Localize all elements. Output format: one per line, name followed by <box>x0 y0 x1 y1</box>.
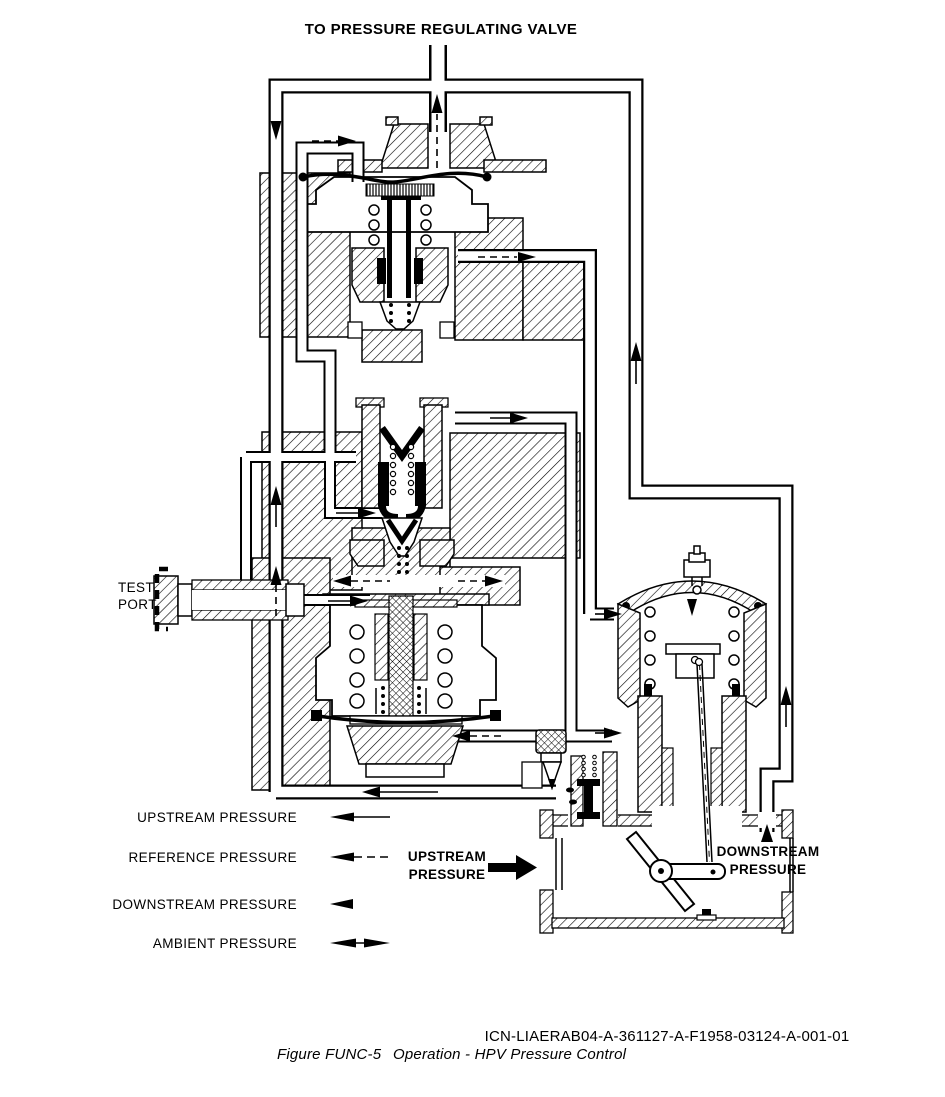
main-valve-cap <box>345 725 465 765</box>
downstream-pressure-arrow <box>761 824 773 842</box>
main-valve-assembly <box>311 595 501 778</box>
pilot-diaphragm <box>302 171 488 184</box>
legend-symbol-ambient <box>330 938 390 948</box>
diagram-labels: TO PRESSURE REGULATING VALVE TEST PORT U… <box>118 21 819 882</box>
regulator-dome-assembly <box>616 545 768 813</box>
legend-symbol-downstream <box>330 899 353 909</box>
downstream-outlet-label-line2: PRESSURE <box>730 862 807 877</box>
upstream-inlet-label-line1: UPSTREAM <box>408 849 486 864</box>
test-port-fitting <box>153 566 305 632</box>
flow-arrows <box>270 94 792 880</box>
poppet-valve <box>566 779 600 819</box>
regulator-top-fitting <box>683 545 711 595</box>
pilot-coil-spring <box>365 183 435 197</box>
downstream-outlet-label-line1: DOWNSTREAM <box>717 844 820 859</box>
relay-poppet <box>379 425 425 463</box>
test-port-bracket <box>154 566 168 632</box>
main-valve-spring <box>349 624 453 709</box>
lever-mechanism <box>625 657 726 913</box>
legend-symbol-reference <box>330 852 392 862</box>
pilot-valve-cap <box>301 116 547 363</box>
legend-label-ambient: AMBIENT PRESSURE <box>153 936 297 951</box>
legend-label-reference: REFERENCE PRESSURE <box>129 850 297 865</box>
legend-label-downstream: DOWNSTREAM PRESSURE <box>112 897 297 912</box>
upstream-inlet-arrow <box>488 855 537 880</box>
figure-caption: ICN-LIAERAB04-A-361127-A-F1958-03124-A-0… <box>277 1028 849 1063</box>
dome-flow-arrow <box>687 599 697 616</box>
figure-label: Figure FUNC-5 <box>277 1046 382 1063</box>
regulator-piston <box>665 643 721 655</box>
test-port-label-line2: PORT <box>118 597 157 612</box>
pilot-stem <box>387 200 392 298</box>
legend-label-upstream: UPSTREAM PRESSURE <box>137 810 297 825</box>
legend-symbol-upstream <box>330 812 390 822</box>
pilot-valve-internals <box>298 171 492 330</box>
main-valve-stem <box>388 595 414 717</box>
legend: UPSTREAM PRESSURE REFERENCE PRESSURE DOW… <box>112 810 392 951</box>
main-diaphragm <box>317 714 495 725</box>
test-port-label-line1: TEST <box>118 580 154 595</box>
figure-title: Operation - HPV Pressure Control <box>393 1046 627 1063</box>
top-label: TO PRESSURE REGULATING VALVE <box>305 21 578 38</box>
upstream-inlet-label-line2: PRESSURE <box>409 867 486 882</box>
adjustment-knob <box>521 729 567 791</box>
relay-valve-internals <box>349 397 455 574</box>
icn-number: ICN-LIAERAB04-A-361127-A-F1958-03124-A-0… <box>485 1028 850 1045</box>
lever-housing <box>521 657 794 934</box>
